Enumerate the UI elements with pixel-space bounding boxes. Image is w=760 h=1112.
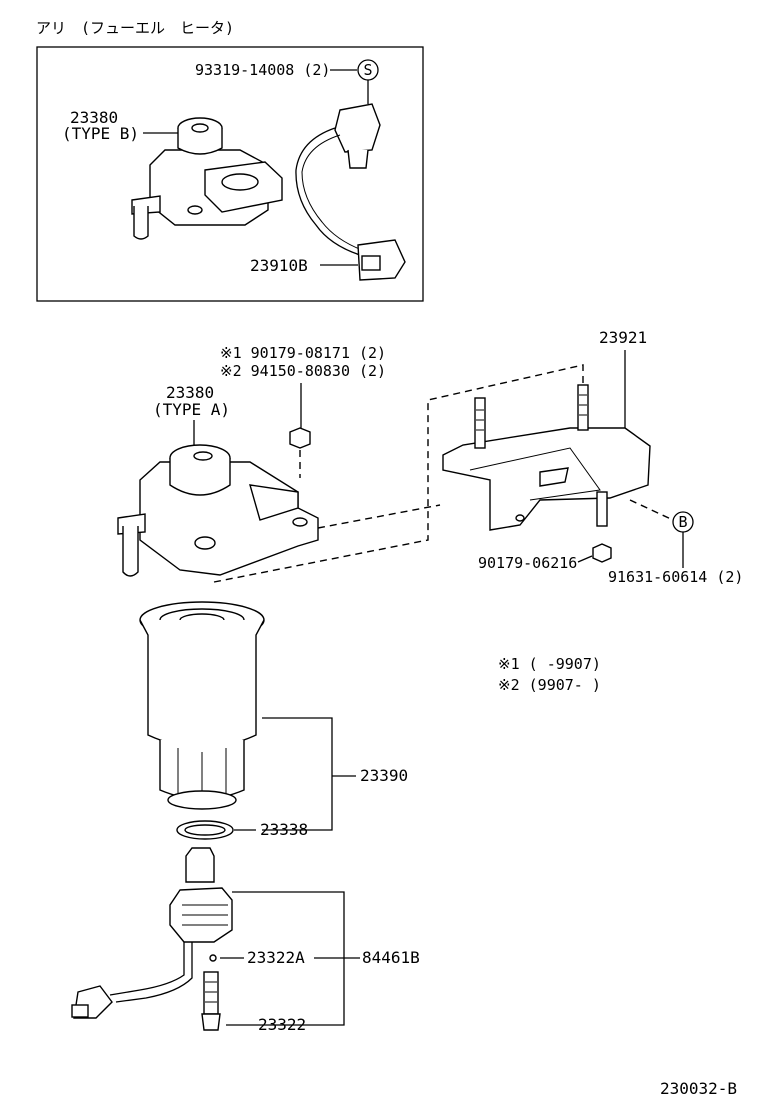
assembly-dash-line bbox=[629, 499, 674, 521]
sensor-harness-drawing bbox=[295, 103, 406, 281]
type-b-inset-frame bbox=[36, 46, 424, 302]
part-label-93319-14008[interactable]: 93319-14008 (2) bbox=[195, 61, 330, 79]
o-ring-inner bbox=[184, 824, 226, 836]
part-label-23338[interactable]: 23338 bbox=[260, 820, 308, 839]
small-o-ring-drawing bbox=[209, 954, 217, 962]
diagram-title: アリ (フューエル ヒータ) bbox=[36, 19, 234, 37]
part-label-23322a[interactable]: 23322A bbox=[247, 948, 305, 967]
part-label-23380-type-a[interactable]: 23380 bbox=[166, 383, 214, 402]
filter-head-type-b-drawing bbox=[131, 117, 283, 240]
part-label-note2-94150-80830[interactable]: ※2 94150-80830 (2) bbox=[220, 362, 386, 380]
b-marker: B bbox=[678, 513, 687, 531]
legend-row-1: ※1 ( -9907) bbox=[498, 655, 601, 673]
diagram-id: 230032-B bbox=[660, 1079, 737, 1098]
part-label-23322[interactable]: 23322 bbox=[258, 1015, 306, 1034]
part-label-note1-90179-08171[interactable]: ※1 90179-08171 (2) bbox=[220, 344, 386, 362]
leader-bracket bbox=[262, 717, 333, 831]
part-label-23390[interactable]: 23390 bbox=[360, 766, 408, 785]
legend-row-2: ※2 (9907- ) bbox=[498, 676, 601, 694]
part-label-23921[interactable]: 23921 bbox=[599, 328, 647, 347]
nut-drawing bbox=[289, 427, 311, 478]
assembly-dash-line bbox=[317, 504, 441, 529]
part-label-91631-60614[interactable]: 91631-60614 (2) bbox=[608, 568, 743, 586]
filter-head-type-a-drawing bbox=[117, 444, 319, 577]
water-sensor-drawing bbox=[71, 847, 233, 1019]
leader-line bbox=[577, 555, 593, 563]
float-drawing bbox=[201, 971, 221, 1031]
part-label-23910b[interactable]: 23910B bbox=[250, 256, 308, 275]
part-label-84461b[interactable]: 84461B bbox=[362, 948, 420, 967]
s-marker: S bbox=[363, 61, 372, 79]
part-label-type-b: (TYPE B) bbox=[62, 124, 139, 143]
part-label-90179-06216[interactable]: 90179-06216 bbox=[478, 554, 577, 572]
assembly-dash-line bbox=[213, 364, 584, 583]
part-label-type-a: (TYPE A) bbox=[153, 400, 230, 419]
filter-element-drawing bbox=[139, 601, 265, 810]
part-label-23380-type-b[interactable]: 23380 bbox=[70, 108, 118, 127]
bracket-23921-drawing bbox=[442, 384, 651, 563]
